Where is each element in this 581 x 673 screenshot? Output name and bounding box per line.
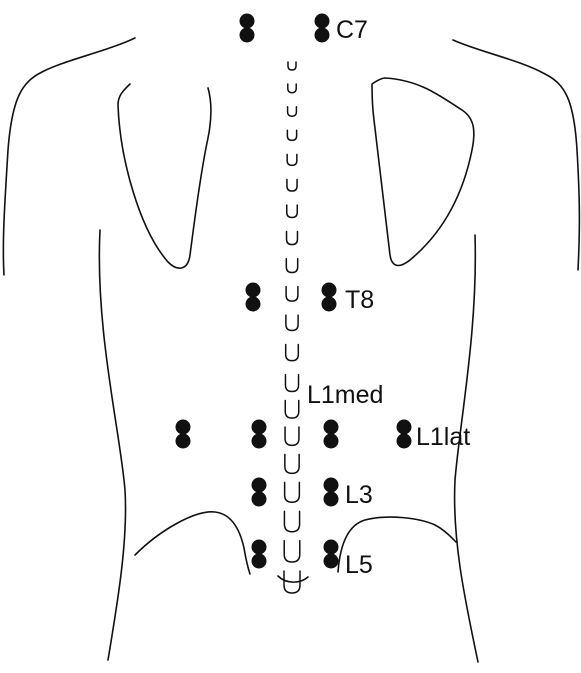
spine: [284, 62, 300, 593]
electrode-dot: [397, 420, 412, 435]
right-shoulder-line: [453, 40, 579, 270]
electrode-dot: [246, 297, 261, 312]
vertebra: [288, 84, 296, 93]
vertebra: [285, 375, 298, 392]
electrode-pair: [315, 14, 330, 43]
electrode-pair: [324, 420, 339, 449]
electrode-dot: [246, 283, 261, 298]
electrode-dot: [324, 478, 339, 493]
electrode-dot: [324, 434, 339, 449]
vertebra: [287, 154, 297, 165]
electrode-dot: [252, 420, 267, 435]
label-l3: L3: [345, 481, 373, 509]
vertebra: [287, 179, 297, 191]
left-iliac-crest: [135, 512, 250, 574]
vertebra: [285, 400, 298, 418]
vertebra: [285, 427, 299, 445]
electrode-dot: [176, 420, 191, 435]
electrode-pair: [240, 14, 255, 43]
electrode-pair: [252, 540, 267, 569]
electrode-dot: [324, 492, 339, 507]
vertebra: [284, 511, 299, 532]
left-flank-line: [99, 230, 125, 660]
electrode-dot: [315, 14, 330, 29]
label-l5: L5: [345, 551, 373, 579]
label-l1lat: L1lat: [416, 423, 470, 451]
electrode-dot: [252, 478, 267, 493]
label-c7: C7: [336, 16, 368, 44]
electrode-pair: [176, 420, 191, 449]
electrode-dot: [240, 28, 255, 43]
electrode-dot: [252, 554, 267, 569]
vertebra: [286, 259, 297, 273]
left-scapula-line: [118, 84, 211, 268]
vertebra: [286, 315, 298, 330]
vertebra: [287, 205, 298, 217]
electrode-dot: [252, 492, 267, 507]
vertebra: [285, 454, 299, 473]
electrode-dot: [324, 540, 339, 555]
electrode-pair: [252, 478, 267, 507]
vertebra: [287, 130, 296, 140]
electrode-pair: [322, 283, 337, 312]
vertebra: [286, 345, 299, 361]
electrode-dot: [397, 434, 412, 449]
label-t8: T8: [345, 286, 374, 314]
electrode-pairs: [176, 14, 412, 569]
electrode-dot: [176, 434, 191, 449]
label-l1med: L1med: [307, 381, 383, 409]
left-shoulder-line: [3, 38, 135, 275]
vertebra: [285, 482, 300, 502]
electrode-dot: [324, 554, 339, 569]
electrode-dot: [252, 540, 267, 555]
electrode-dot: [322, 283, 337, 298]
electrode-pair: [246, 283, 261, 312]
electrode-pair: [324, 478, 339, 507]
electrode-dot: [315, 28, 330, 43]
sacral-curve: [278, 576, 308, 582]
vertebra: [284, 541, 300, 562]
electrode-dot: [252, 434, 267, 449]
electrode-pair: [397, 420, 412, 449]
electrode-pair: [252, 420, 267, 449]
vertebra: [288, 107, 297, 116]
electrode-pair: [324, 540, 339, 569]
vertebra: [287, 231, 298, 244]
right-scapula-line: [372, 78, 474, 265]
electrode-dot: [324, 420, 339, 435]
electrode-dot: [322, 297, 337, 312]
electrode-dot: [240, 14, 255, 29]
vertebra: [286, 287, 298, 302]
vertebra: [288, 62, 296, 70]
torso-outline: [3, 38, 579, 662]
